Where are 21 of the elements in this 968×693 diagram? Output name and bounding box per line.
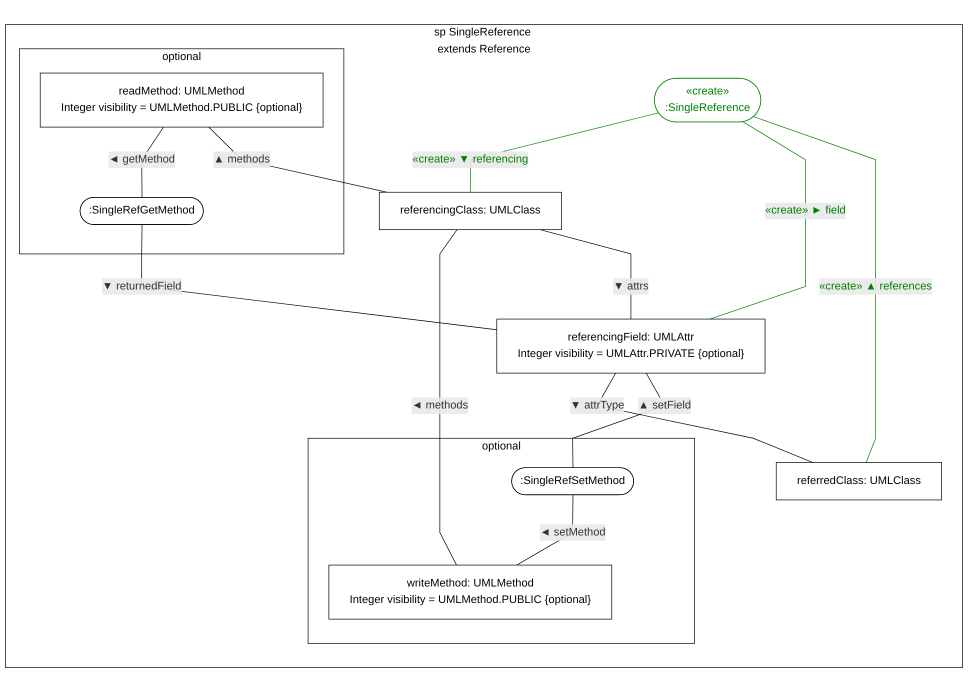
edge-label: ▼ attrType xyxy=(570,400,624,412)
node-box: referredClass: UMLClass xyxy=(776,462,942,501)
connector xyxy=(141,224,498,330)
node-box: referencingField: UMLAttr Integer visibility = UMLAttr.PRIVATE {optional} xyxy=(496,319,766,374)
connector xyxy=(440,230,458,566)
connector xyxy=(208,127,388,193)
edge-label: ▲ setField xyxy=(638,400,692,412)
node-box: referencingClass: UMLClass xyxy=(378,192,562,230)
edge-label: ▼ attrs xyxy=(613,280,649,292)
edge-label: ▼ returnedField xyxy=(102,280,182,292)
node-box: readMethod: UMLMethod Integer visibility = UMLMethod.PUBLIC {optional} xyxy=(40,73,324,128)
connector xyxy=(710,122,806,320)
edge-label: ◄ getMethod xyxy=(108,154,175,166)
edge-label: «create» ► field xyxy=(765,205,846,217)
edge-label: «create» ▲ references xyxy=(819,280,932,292)
connector xyxy=(754,116,876,464)
edge-label: ◄ methods xyxy=(412,400,468,412)
edge-label: ▲ methods xyxy=(213,154,270,166)
edge-label: «create» ▼ referencing xyxy=(412,154,528,166)
node-box: writeMethod: UMLMethod Integer visibility = UMLMethod.PUBLIC {optional} xyxy=(328,565,612,620)
edge-label: ◄ setMethod xyxy=(540,526,606,538)
